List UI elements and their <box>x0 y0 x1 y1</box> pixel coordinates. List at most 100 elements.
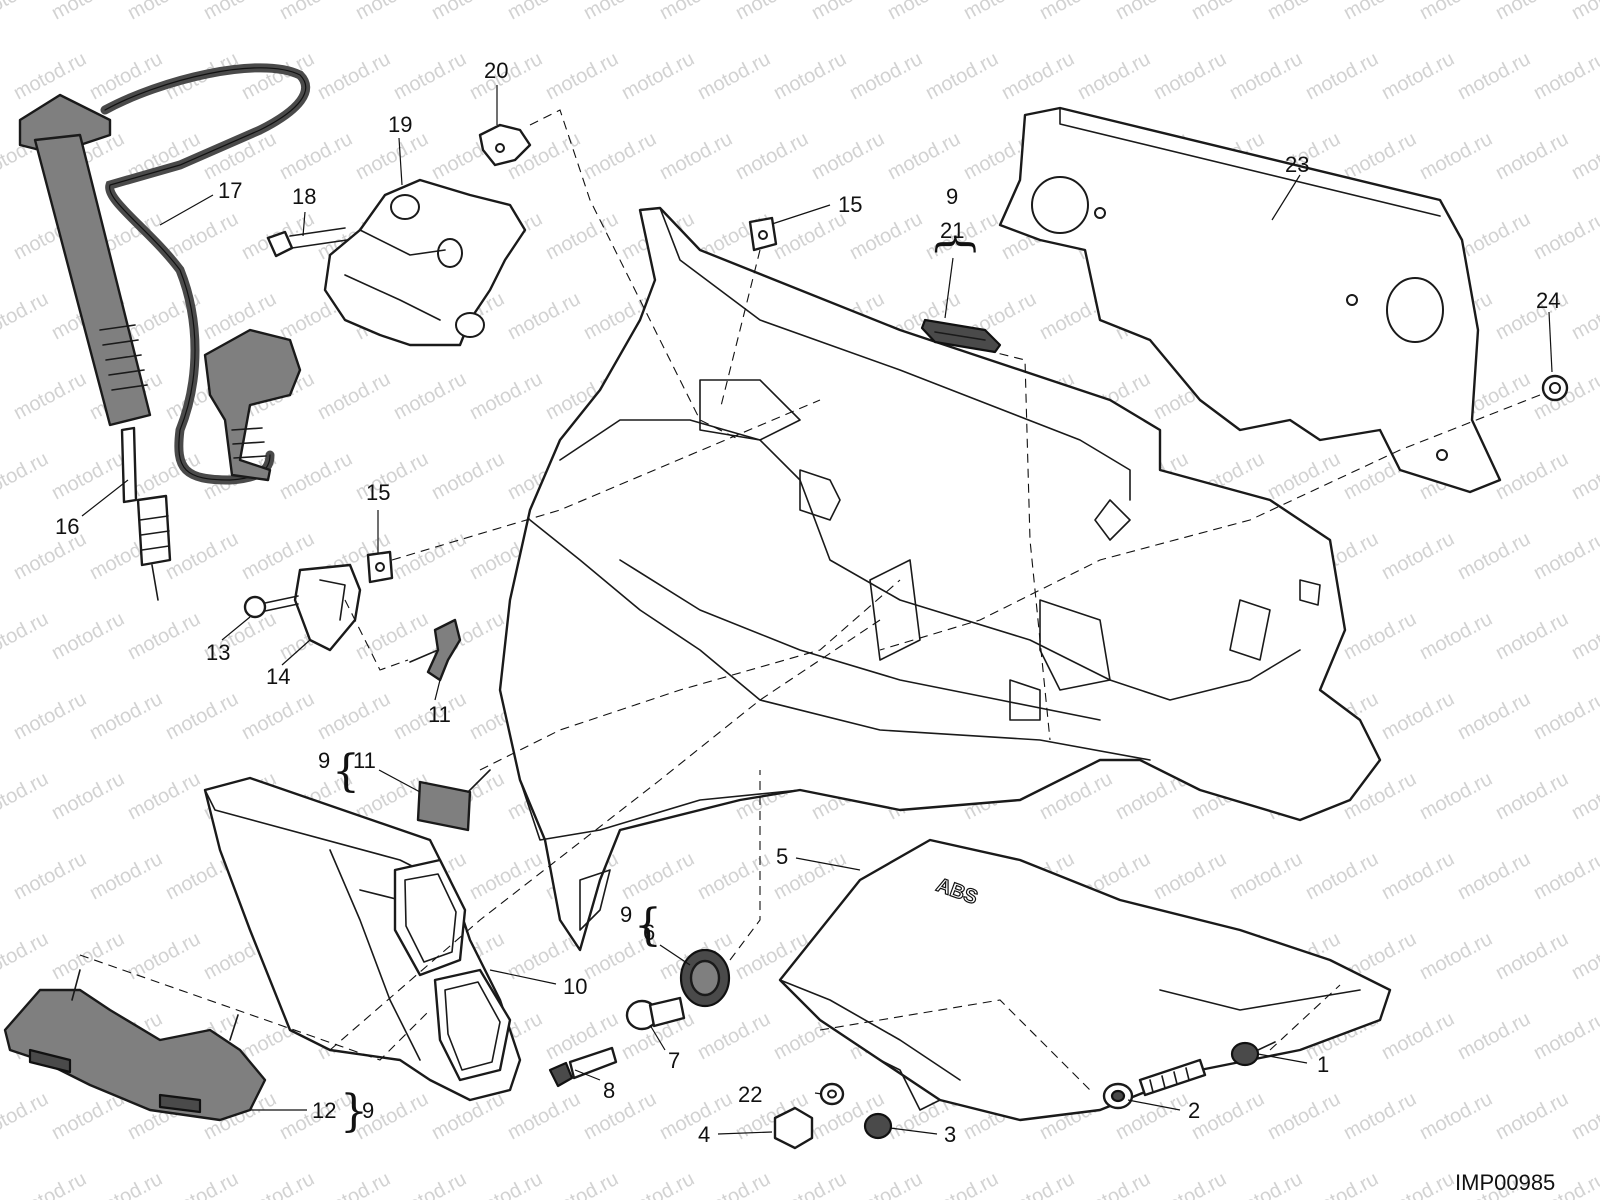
leader-lines <box>81 85 1553 1135</box>
watermark-text: motod.ru <box>10 848 90 904</box>
watermark-text: motod.ru <box>352 448 432 504</box>
watermark-text: motod.ru <box>618 848 698 904</box>
watermark-text: motod.ru <box>48 0 128 24</box>
callout-22: 22 <box>738 1082 762 1107</box>
watermark-text: motod.ru <box>390 528 470 584</box>
watermark-text: motod.ru <box>922 1168 1002 1200</box>
watermark-text: motod.ru <box>1568 928 1600 984</box>
watermark-text: motod.ru <box>694 1008 774 1064</box>
callout-23: 23 <box>1285 152 1309 177</box>
watermark-text: motod.ru <box>542 208 622 264</box>
part-23-bracket-plate <box>998 106 1502 494</box>
watermark-text: motod.ru <box>0 288 52 344</box>
watermark-text: motod.ru <box>124 0 204 24</box>
brace-kit-left: { <box>332 746 360 797</box>
watermark-text: motod.ru <box>162 1168 242 1200</box>
callout-9-kit-bottom: 9 <box>362 1098 374 1123</box>
part-15-clip-nut-lower <box>366 550 394 584</box>
watermark-text: motod.ru <box>1492 448 1572 504</box>
watermark-text: motod.ru <box>1454 688 1534 744</box>
part-2-stud-and-washer <box>1102 1058 1207 1110</box>
watermark-text: motod.ru <box>1036 0 1116 24</box>
watermark-text: motod.ru <box>1226 48 1306 104</box>
watermark-text: motod.ru <box>770 48 850 104</box>
watermark-text: motod.ru <box>48 768 128 824</box>
watermark-text: motod.ru <box>1530 848 1600 904</box>
watermark-text: motod.ru <box>1340 1088 1420 1144</box>
watermark-text: motod.ru <box>1074 1168 1154 1200</box>
watermark-text: motod.ru <box>1454 1008 1534 1064</box>
callout-15-upper: 15 <box>838 192 862 217</box>
callout-13: 13 <box>206 640 230 665</box>
watermark-text: motod.ru <box>1416 1088 1496 1144</box>
watermark-text: motod.ru <box>580 128 660 184</box>
watermark-text: motod.ru <box>124 928 204 984</box>
callout-20: 20 <box>484 58 508 83</box>
watermark-text: motod.ru <box>1492 608 1572 664</box>
watermark-text: motod.ru <box>1378 1168 1458 1200</box>
watermark-text: motod.ru <box>1378 688 1458 744</box>
callout-5: 5 <box>776 844 788 869</box>
watermark-text: motod.ru <box>86 848 166 904</box>
watermark-text: motod.ru <box>390 1168 470 1200</box>
watermark-text: motod.ru <box>1492 1088 1572 1144</box>
watermark-text: motod.ru <box>846 48 926 104</box>
watermark-text: motod.ru <box>0 448 52 504</box>
watermark-text: motod.ru <box>884 0 964 24</box>
watermark-text: motod.ru <box>1530 48 1600 104</box>
watermark-text: motod.ru <box>1150 1168 1230 1200</box>
callout-24: 24 <box>1536 288 1560 313</box>
part-15-clip-nut-upper <box>748 216 778 252</box>
watermark-text: motod.ru <box>1074 48 1154 104</box>
watermark-text: motod.ru <box>694 1168 774 1200</box>
watermark-text: motod.ru <box>656 0 736 24</box>
watermark-text: motod.ru <box>314 48 394 104</box>
watermark-text: motod.ru <box>162 528 242 584</box>
part-14-small-bracket <box>293 563 362 652</box>
watermark-text: motod.ru <box>314 1168 394 1200</box>
watermark-text: motod.ru <box>694 48 774 104</box>
watermark-text: motod.ru <box>542 48 622 104</box>
watermark-text: motod.ru <box>0 928 52 984</box>
part-4-spacer <box>773 1106 814 1150</box>
watermark-text: motod.ru <box>466 848 546 904</box>
watermark-text: motod.ru <box>48 608 128 664</box>
watermark-text: motod.ru <box>1226 1168 1306 1200</box>
watermark-text: motod.ru <box>1454 528 1534 584</box>
part-10-air-duct <box>203 776 522 1102</box>
watermark-text: motod.ru <box>1454 48 1534 104</box>
watermark-text: motod.ru <box>732 0 812 24</box>
part-16-spark-plug <box>120 426 172 601</box>
watermark-text: motod.ru <box>352 0 432 24</box>
callout-9-kit-left: 9 <box>318 748 330 773</box>
watermark-text: motod.ru <box>1378 528 1458 584</box>
watermark-text: motod.ru <box>580 1088 660 1144</box>
callout-1: 1 <box>1317 1052 1329 1077</box>
watermark-text: motod.ru <box>10 48 90 104</box>
watermark-text: motod.ru <box>428 0 508 24</box>
part-7-bush <box>625 996 686 1031</box>
watermark-text: motod.ru <box>618 1168 698 1200</box>
part-11-pad-lower <box>416 769 491 832</box>
watermark-text: motod.ru <box>1340 128 1420 184</box>
watermark-text: motod.ru <box>1568 128 1600 184</box>
watermark-text: motod.ru <box>352 608 432 664</box>
watermark-text: motod.ru <box>238 688 318 744</box>
watermark-text: motod.ru <box>10 688 90 744</box>
callout-labels: 1 2 3 4 5 6 7 8 10 11 11 12 13 14 15 15 … <box>55 58 1560 1147</box>
part-19-ignition-coil <box>323 178 527 347</box>
watermark-text: motod.ru <box>1150 848 1230 904</box>
watermark-text: motod.ru <box>276 128 356 184</box>
watermark-text: motod.ru <box>1568 1088 1600 1144</box>
callout-18: 18 <box>292 184 316 209</box>
watermark-text: motod.ru <box>1568 288 1600 344</box>
callout-17: 17 <box>218 178 242 203</box>
watermark-text: motod.ru <box>770 1168 850 1200</box>
watermark-text: motod.ru <box>390 48 470 104</box>
watermark-text: motod.ru <box>1378 48 1458 104</box>
brace-kit-top: { <box>931 230 982 258</box>
watermark-text: motod.ru <box>1492 928 1572 984</box>
part-21-rubber-pad <box>920 318 1002 354</box>
watermark-text: motod.ru <box>1340 608 1420 664</box>
watermark-text: motod.ru <box>238 1168 318 1200</box>
